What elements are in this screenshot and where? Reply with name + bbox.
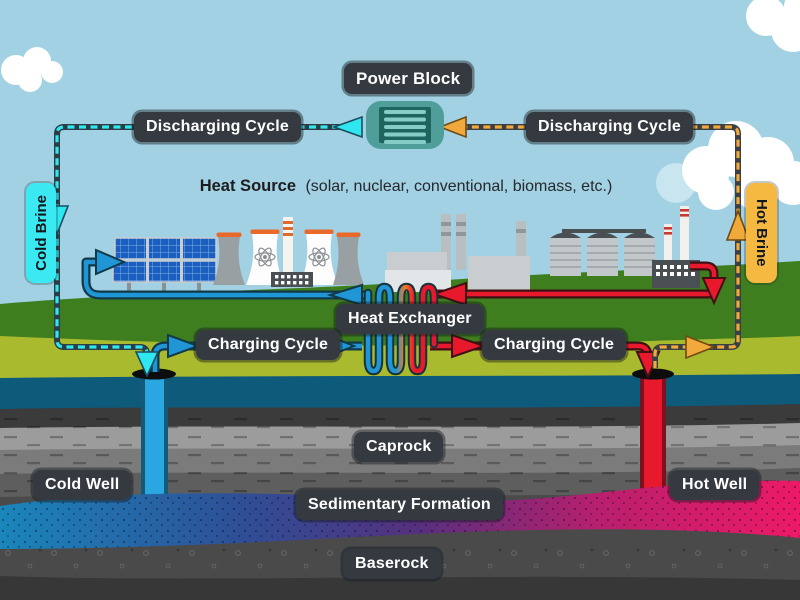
hot-brine-label: Hot Brine <box>746 183 777 283</box>
discharging-cycle-left-label: Discharging Cycle <box>134 112 302 142</box>
discharging-cycle-right-label: Discharging Cycle <box>526 112 694 142</box>
sedimentary-formation-label: Sedimentary Formation <box>296 490 503 520</box>
hot-well-label: Hot Well <box>670 470 760 500</box>
power-block-label: Power Block <box>344 63 473 94</box>
heat-source-subtitle: (solar, nuclear, conventional, biomass, … <box>305 178 613 195</box>
hot-wellhead <box>632 368 674 380</box>
caprock-label: Caprock <box>354 432 444 462</box>
cold-brine-label: Cold Brine <box>26 183 56 283</box>
baserock-shadow <box>0 576 800 600</box>
cold-well-shaft <box>141 372 168 517</box>
baserock-label: Baserock <box>343 549 441 579</box>
cold-brine-pipe <box>44 115 363 378</box>
factory-chimneys-icon <box>652 206 700 288</box>
heat-source-caption: Heat Source (solar, nuclear, conventiona… <box>200 177 613 196</box>
turbine-generator-icon <box>366 101 444 149</box>
cold-well-label: Cold Well <box>33 470 132 500</box>
charging-cycle-right-label: Charging Cycle <box>482 330 627 360</box>
cooling-towers-atom-icon <box>213 217 364 287</box>
charging-cycle-left-label: Charging Cycle <box>196 330 341 360</box>
storage-tanks-icon <box>550 229 655 276</box>
solar-panel-array-icon <box>112 237 217 292</box>
cold-brine-label-text: Cold Brine <box>32 195 50 271</box>
hot-brine-label-text: Hot Brine <box>753 199 770 267</box>
heat-source-title: Heat Source <box>199 177 297 195</box>
cold-wellhead <box>132 368 176 380</box>
heat-exchanger-label: Heat Exchanger <box>336 304 484 334</box>
hot-brine-pipe <box>437 115 751 368</box>
heat-source-return-pipe <box>81 248 370 307</box>
heat-source-supply-pipe <box>430 261 727 307</box>
